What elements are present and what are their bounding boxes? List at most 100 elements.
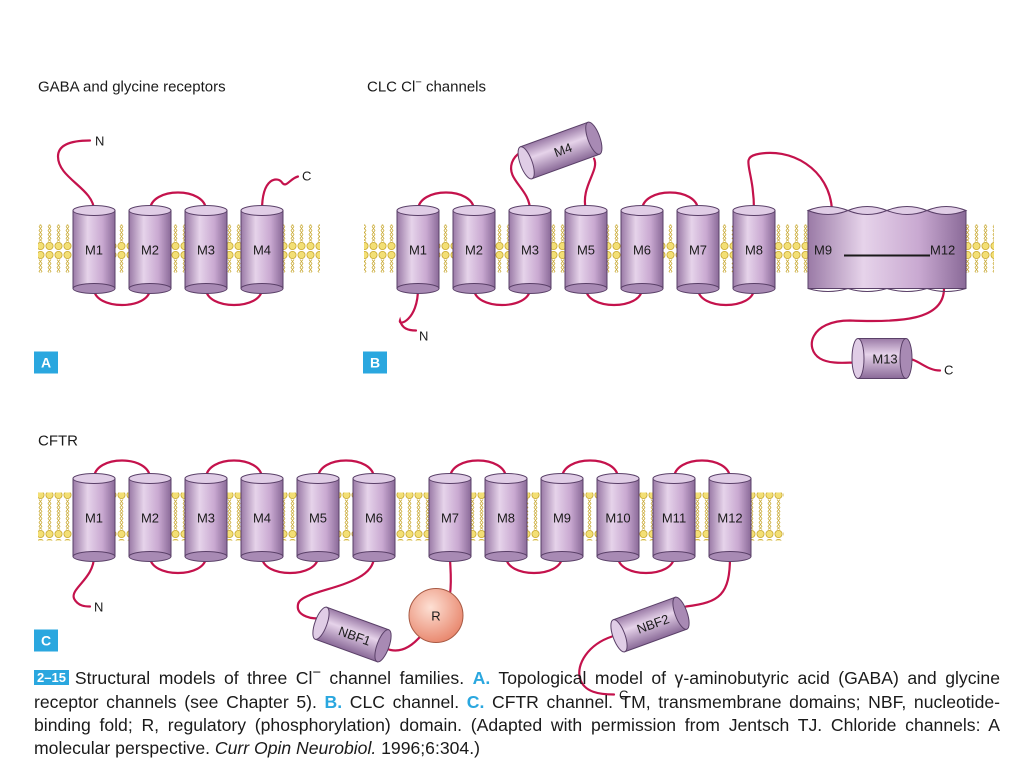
- c-terminus-label-a: C: [302, 169, 311, 184]
- helix-m7-c: M7: [428, 473, 472, 562]
- loop-c-11-12: [672, 459, 732, 480]
- svg-text:M5: M5: [309, 511, 327, 526]
- helix-m5-c: M5: [296, 473, 340, 562]
- nbf2-domain: NBF2: [610, 596, 690, 653]
- helix-m12-c: M12: [708, 473, 752, 562]
- loop-c-5-6: [316, 459, 376, 480]
- loop-c-9-10: [560, 459, 620, 480]
- loop-a-1-2: [92, 287, 152, 307]
- panel-b-badge: B: [363, 351, 387, 374]
- svg-text:M7: M7: [441, 511, 459, 526]
- panel-b-title: CLC Cl− channels: [367, 77, 486, 96]
- helix-m3-b: M3: [508, 205, 552, 294]
- svg-text:M2: M2: [465, 243, 483, 258]
- panel-b: CLC Cl− channels N C M1 M2: [363, 77, 994, 379]
- loop-a-3-4: [204, 287, 264, 307]
- helix-block-m9-m12: M9 M12: [806, 206, 968, 292]
- c-terminus-c: [578, 635, 616, 696]
- loop-c-3-4: [204, 459, 264, 480]
- svg-text:M1: M1: [85, 243, 103, 258]
- helix-m1-b: M1: [396, 205, 440, 294]
- nbf1-domain: NBF1: [312, 606, 392, 663]
- c-terminus-a: [260, 175, 300, 212]
- svg-text:C: C: [41, 633, 51, 649]
- loop-b-5-6: [584, 287, 644, 307]
- helix-m4-b: M4: [517, 121, 603, 180]
- loop-c-r-7: [448, 555, 452, 596]
- loop-b-2-3: [472, 287, 532, 307]
- r-domain: R: [408, 588, 464, 643]
- loop-c-8-9: [504, 555, 564, 575]
- helix-m8-b: M8: [732, 205, 776, 294]
- n-terminus-label-a: N: [95, 134, 104, 149]
- c-terminus-label-b: C: [944, 363, 953, 378]
- svg-text:M2: M2: [141, 243, 159, 258]
- svg-text:M10: M10: [605, 511, 630, 526]
- svg-text:M11: M11: [662, 511, 686, 526]
- helix-m4-a: M4: [240, 205, 284, 294]
- n-terminus-a: [56, 139, 96, 212]
- svg-text:M3: M3: [197, 243, 215, 258]
- n-terminus-c: [72, 555, 96, 608]
- svg-text:B: B: [370, 355, 380, 371]
- panel-c-badge: C: [34, 629, 58, 652]
- helix-m10-c: M10: [596, 473, 640, 562]
- loop-b-8-9: [747, 151, 834, 212]
- n-terminus-label-b: N: [419, 329, 428, 344]
- svg-text:M1: M1: [409, 243, 427, 258]
- svg-text:M4: M4: [253, 243, 271, 258]
- figure-number: 2–15: [34, 669, 69, 685]
- helix-m3-a: M3: [184, 205, 228, 294]
- helix-m4-c: M4: [240, 473, 284, 562]
- panel-a-title: GABA and glycine receptors: [38, 79, 226, 96]
- svg-text:M1: M1: [85, 511, 103, 526]
- loop-a-2-3: [148, 191, 208, 212]
- helix-m1-c: M1: [72, 473, 116, 562]
- loop-b-6-7: [640, 191, 700, 212]
- panel-c: CFTR N C M1 M2: [34, 433, 784, 703]
- helix-m5-b: M5: [564, 205, 608, 294]
- svg-text:M8: M8: [745, 243, 763, 258]
- loop-b-12-13: [810, 287, 946, 364]
- helix-m9-c: M9: [540, 473, 584, 562]
- svg-text:M12: M12: [717, 511, 742, 526]
- svg-text:M4: M4: [552, 140, 574, 160]
- panel-a-badge: A: [34, 351, 58, 374]
- svg-text:R: R: [431, 609, 440, 624]
- block-left-label: M9: [814, 243, 832, 258]
- loop-c-7-8: [448, 459, 508, 480]
- helix-m6-b: M6: [620, 205, 664, 294]
- helix-m2-a: M2: [128, 205, 172, 294]
- svg-text:M9: M9: [553, 511, 571, 526]
- helix-m1-a: M1: [72, 205, 116, 294]
- helix-m2-b: M2: [452, 205, 496, 294]
- svg-text:M3: M3: [197, 511, 215, 526]
- helix-m2-c: M2: [128, 473, 172, 562]
- helix-m11-c: M11: [652, 473, 696, 562]
- n-terminus-label-c: N: [94, 600, 103, 615]
- c-terminus-label-c: C: [619, 688, 628, 703]
- loop-c-1-2: [92, 459, 152, 480]
- panel-a: GABA and glycine receptors N C M1 M2 M3: [34, 79, 320, 374]
- loop-c-2-3: [148, 555, 208, 575]
- loop-c-12-nbf2: [684, 555, 732, 608]
- loop-b-1-2: [416, 191, 476, 212]
- helix-m6-c: M6: [352, 473, 396, 562]
- block-right-label: M12: [930, 243, 955, 258]
- svg-text:M6: M6: [633, 243, 651, 258]
- svg-text:A: A: [41, 355, 51, 371]
- helix-m13-b: M13: [851, 338, 913, 379]
- loop-c-10-11: [616, 555, 676, 575]
- svg-text:M3: M3: [521, 243, 539, 258]
- svg-text:M13: M13: [872, 352, 897, 367]
- n-terminus-b: [398, 287, 420, 332]
- svg-text:M7: M7: [689, 243, 707, 258]
- helix-m8-c: M8: [484, 473, 528, 562]
- loop-b-7-8: [696, 287, 756, 307]
- panel-c-title: CFTR: [38, 433, 78, 450]
- loop-c-4-5: [260, 555, 320, 575]
- svg-text:M8: M8: [497, 511, 515, 526]
- svg-text:M6: M6: [365, 511, 383, 526]
